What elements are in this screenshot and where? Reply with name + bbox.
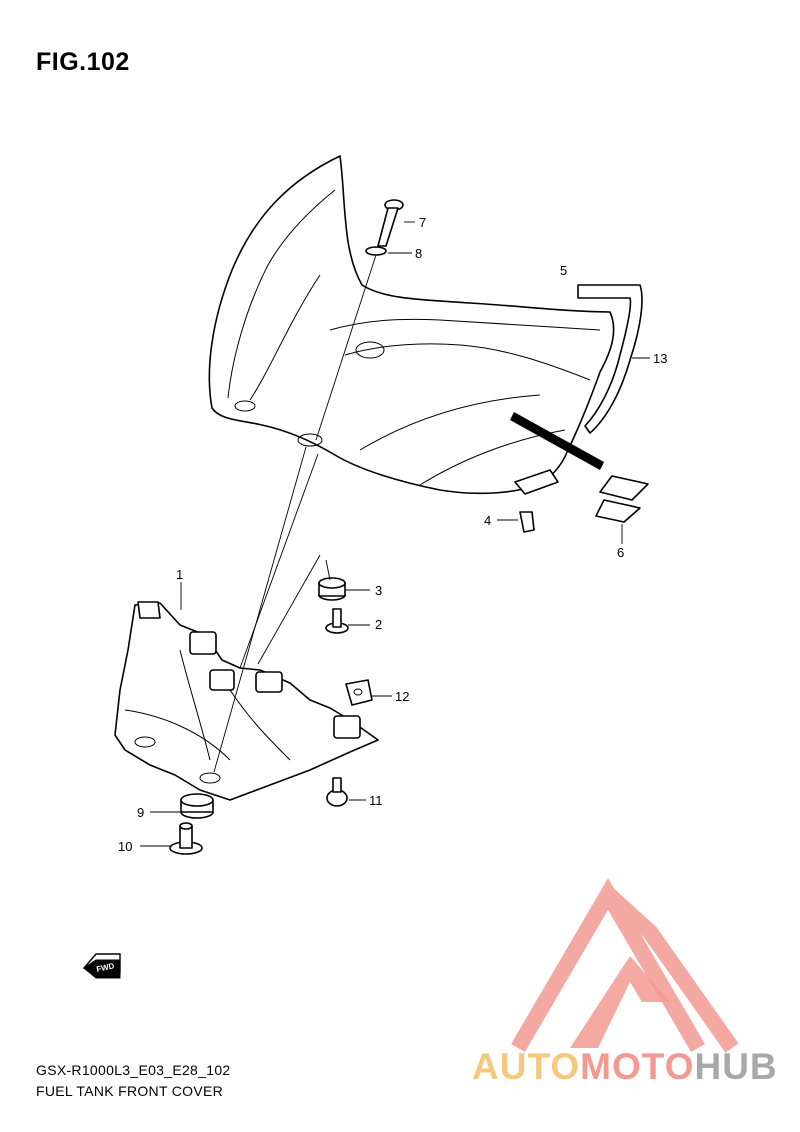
callout-13: 13 (653, 351, 667, 366)
part-5-front-cover (208, 155, 615, 495)
callout-6: 6 (617, 545, 624, 560)
watermark-word-1: AUTO (472, 1046, 581, 1087)
assembly-lines (213, 254, 377, 773)
part-10-collar (140, 822, 203, 855)
fwd-label: FWD (96, 961, 116, 974)
callout-11: 11 (369, 793, 383, 808)
part-9-grommet (150, 793, 214, 819)
callout-7: 7 (419, 215, 426, 230)
callout-10: 10 (118, 839, 132, 854)
part-12-nut (345, 679, 392, 706)
callout-2: 2 (375, 617, 382, 632)
part-7-screw (377, 199, 415, 247)
fwd-arrow-icon: FWD (82, 953, 121, 979)
part-11-screw (326, 777, 366, 807)
callout-8: 8 (415, 246, 422, 261)
watermark-word-3: HUB (694, 1046, 778, 1087)
part-6-emblem (595, 475, 649, 544)
part-4-clip-nut (497, 511, 535, 533)
callout-4: 4 (484, 513, 491, 528)
part-2-collar (325, 608, 370, 634)
figure-title: FIG.102 (36, 48, 130, 76)
callout-5: 5 (560, 263, 567, 278)
callout-1: 1 (176, 567, 183, 582)
part-13-trim-strip (577, 284, 650, 434)
watermark-word-2: MOTO (580, 1046, 695, 1087)
model-code: GSX-R1000L3_E03_E28_102 (36, 1062, 231, 1078)
part-8-washer (365, 246, 412, 256)
part-1-inner-cover (114, 582, 379, 801)
part-3-grommet (318, 577, 370, 601)
watermark-logo (511, 878, 739, 1053)
callout-3: 3 (375, 583, 382, 598)
callout-9: 9 (137, 805, 144, 820)
figure-caption: FUEL TANK FRONT COVER (36, 1083, 224, 1099)
watermark-text: AUTOMOTOHUB (472, 1046, 778, 1088)
callout-12: 12 (395, 689, 409, 704)
